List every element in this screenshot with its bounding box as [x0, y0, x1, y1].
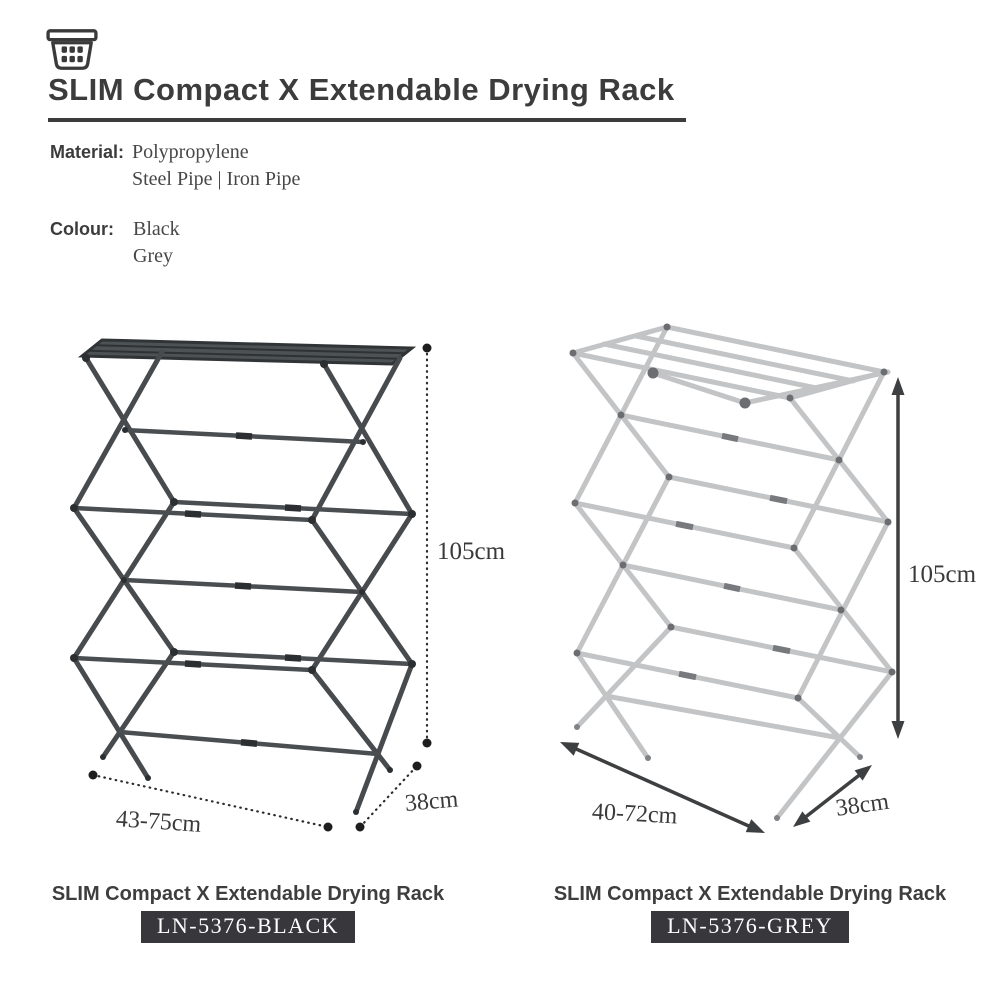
colour-label: Colour: — [50, 219, 114, 239]
material-values: Polypropylene Steel Pipe | Iron Pipe — [132, 139, 300, 193]
black-rack-caption-block: SLIM Compact X Extendable Drying Rack LN… — [38, 882, 458, 943]
grey-rack-diagram — [560, 323, 905, 833]
grey-rack-arrowheads — [560, 377, 905, 833]
black-depth-label: 38cm — [403, 786, 460, 817]
colour-value-1: Black — [133, 218, 180, 240]
grey-rack-feet — [574, 724, 863, 821]
grey-rack-dimension-arrows — [573, 393, 900, 829]
laundry-basket-icon — [46, 29, 98, 70]
colour-value-2: Grey — [133, 245, 173, 267]
grey-rack-joints — [569, 323, 896, 702]
grey-rack-caption: SLIM Compact X Extendable Drying Rack — [553, 883, 947, 905]
black-height-label: 105cm — [437, 538, 506, 565]
black-rack-dimension-lines — [91, 346, 429, 829]
material-value-2: Steel Pipe | Iron Pipe — [132, 168, 301, 190]
grey-height-label: 105cm — [908, 561, 977, 588]
grey-rack-caption-block: SLIM Compact X Extendable Drying Rack LN… — [540, 882, 960, 943]
title-underline — [48, 118, 686, 122]
black-rack-sku-badge: LN-5376-BLACK — [140, 911, 356, 943]
black-rack-diagram — [70, 338, 432, 832]
black-rack-dimension-dots — [88, 343, 432, 832]
grey-rack-sleeves — [675, 432, 791, 681]
material-label: Material: — [50, 142, 125, 162]
grey-rack-frame — [570, 324, 895, 821]
grey-rack-sku-badge: LN-5376-GREY — [651, 911, 849, 943]
black-rack-caption: SLIM Compact X Extendable Drying Rack — [51, 883, 445, 905]
black-rack-sleeves — [184, 432, 302, 747]
grey-width-label: 40-72cm — [591, 799, 678, 830]
page-title: SLIM Compact X Extendable Drying Rack — [48, 72, 675, 107]
colour-values: Black Grey — [133, 216, 180, 270]
black-rack-top-shelf — [77, 338, 417, 366]
material-value-1: Polypropylene — [132, 141, 249, 163]
black-rack-joints — [70, 354, 416, 815]
